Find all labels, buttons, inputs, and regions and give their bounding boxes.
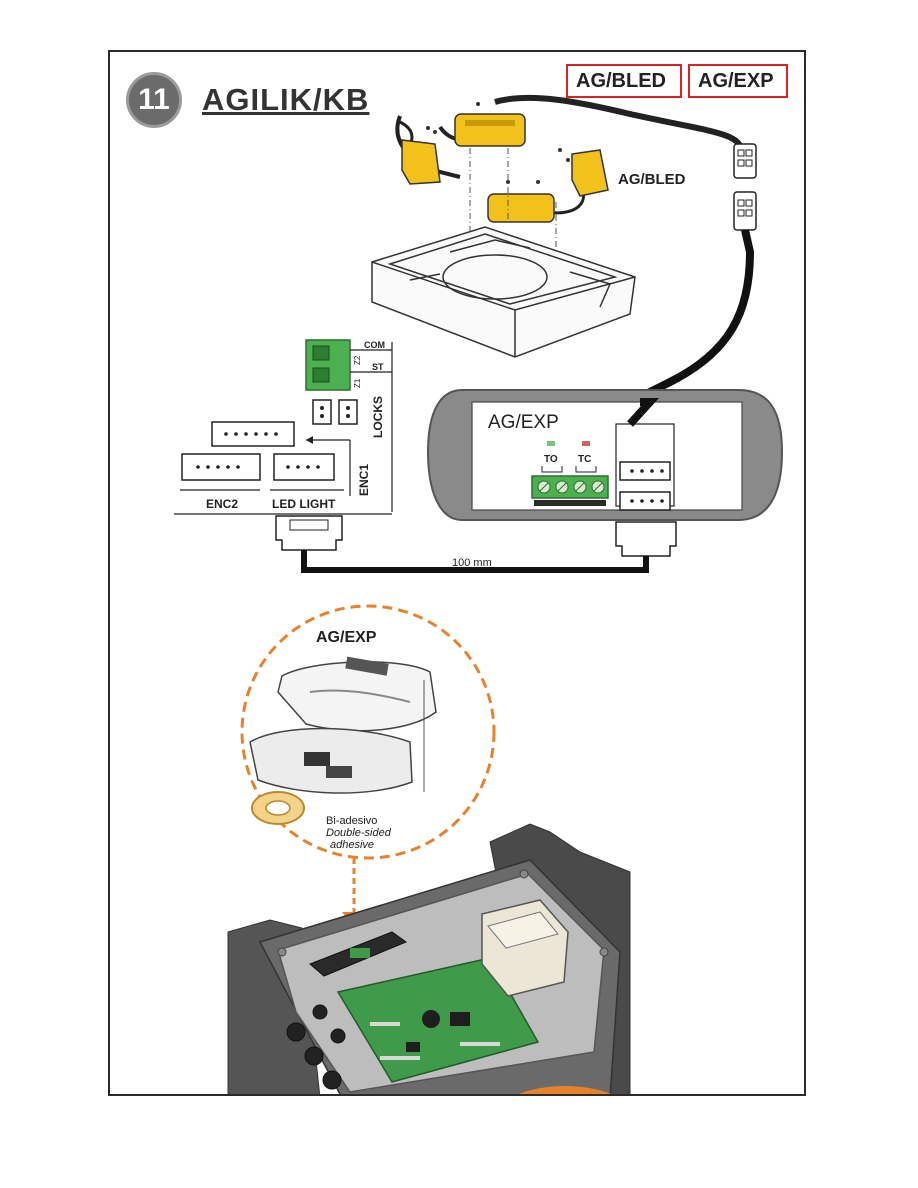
ag-exp-connector-2 (619, 491, 671, 511)
ag-exp-terminal-block (531, 475, 609, 499)
led-module-right (571, 149, 609, 197)
tape-label-en-2: adhesive (330, 839, 374, 851)
controller-terminals: COM ST Z2 Z1 LOCKS ENC2 LED (174, 339, 393, 515)
led-modules-exploded: AG/BLED (395, 94, 745, 292)
tag-ag-exp: AG/EXP (688, 64, 788, 98)
diagram-canvas: AG/BLED (174, 94, 784, 1094)
to-label: TO (544, 454, 558, 465)
tape-label-it: Bi-adesivo (326, 815, 377, 827)
ag-exp-detail-label: AG/EXP (316, 629, 377, 646)
led-module-top (454, 113, 526, 147)
com-label: COM (364, 340, 385, 350)
tag-ag-bled: AG/BLED (566, 64, 682, 98)
led-light-label: LED LIGHT (272, 497, 336, 511)
led-module-bottom (487, 193, 555, 223)
ag-exp-connector-1 (619, 461, 671, 481)
cable-length-label: 100 mm (452, 557, 492, 569)
enc1-label: ENC1 (357, 464, 371, 496)
z2-label: Z2 (353, 355, 362, 365)
locks-connector-2 (338, 399, 358, 425)
ag-exp-base (249, 727, 413, 794)
enc2-label: ENC2 (206, 497, 238, 511)
ag-bled-label: AG/BLED (618, 171, 686, 188)
instruction-panel: 11 AGILIK/KB AG/BLED AG/EXP (108, 50, 806, 1096)
tc-label: TC (578, 454, 591, 465)
locks-connector-1 (312, 399, 332, 425)
ag-exp-board-label: AG/EXP (488, 412, 559, 433)
motor-housing-illustration (227, 823, 631, 1094)
led-light-connector (273, 453, 335, 481)
connection-cable-100mm: 100 mm (275, 515, 677, 573)
locks-label: LOCKS (371, 396, 385, 438)
st-label: ST (372, 362, 384, 372)
enc2-connector (181, 453, 261, 481)
housing-base-tray (371, 226, 636, 358)
z1-label: Z1 (353, 378, 362, 388)
ag-exp-detail-callout: AG/EXP Bi-adesivo Double-sided adhesive (240, 604, 496, 928)
led-module-left (401, 139, 441, 185)
connector-plug-pair (628, 143, 757, 406)
tape-label-en-1: Double-sided (326, 827, 392, 839)
ag-exp-board: AG/EXP TO TC (426, 389, 784, 521)
page-title: AGILIK/KB (202, 82, 370, 117)
step-number-badge: 11 (126, 72, 182, 128)
